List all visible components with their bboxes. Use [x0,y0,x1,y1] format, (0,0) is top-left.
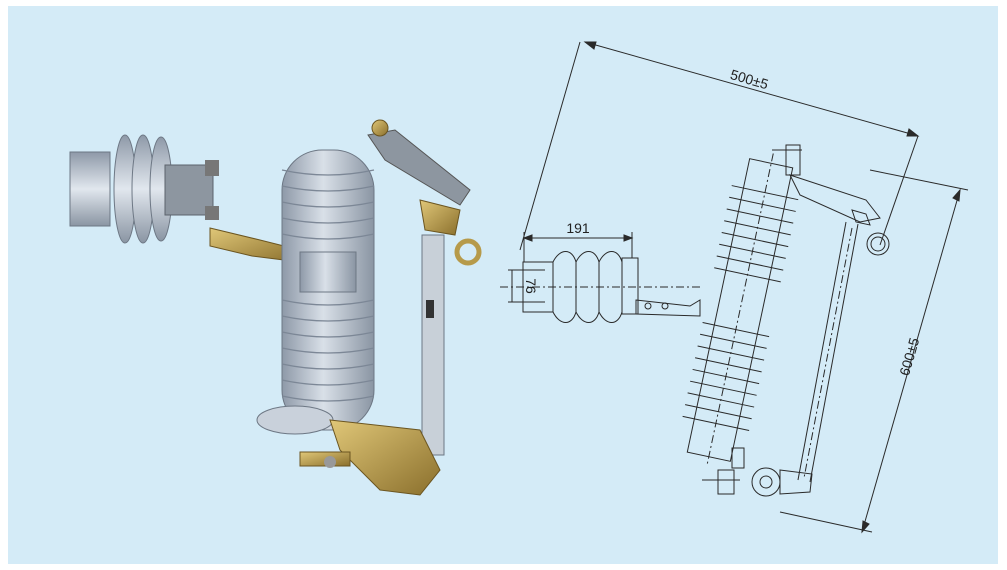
bottom-contact-photo [329,419,441,496]
label-insulator-diameter: 76 [523,278,539,294]
main-insulator-photo [256,149,375,435]
bracket-drawing [635,299,701,317]
horizontal-insulator-drawing [500,251,700,323]
dimension-insulator-diameter [508,269,545,303]
fuse-cutout-photo [69,119,482,496]
dimension-insulator-length [522,232,634,262]
background-panel [8,6,998,564]
upper-contact-drawing [772,144,890,256]
horizontal-insulator-photo [69,134,219,244]
pull-ring-photo [454,238,482,266]
label-insulator-length: 191 [566,220,590,236]
dimension-overall-width [519,41,920,251]
lower-contact-drawing [702,447,813,497]
fuse-tube-photo [421,234,445,456]
label-overall-height: 600±5 [896,336,922,378]
dimension-overall-height [779,169,969,534]
main-insulator-drawing [682,153,799,467]
fuse-tube-drawing [797,221,859,483]
technical-drawing [500,41,969,534]
top-contact-photo [367,129,471,206]
